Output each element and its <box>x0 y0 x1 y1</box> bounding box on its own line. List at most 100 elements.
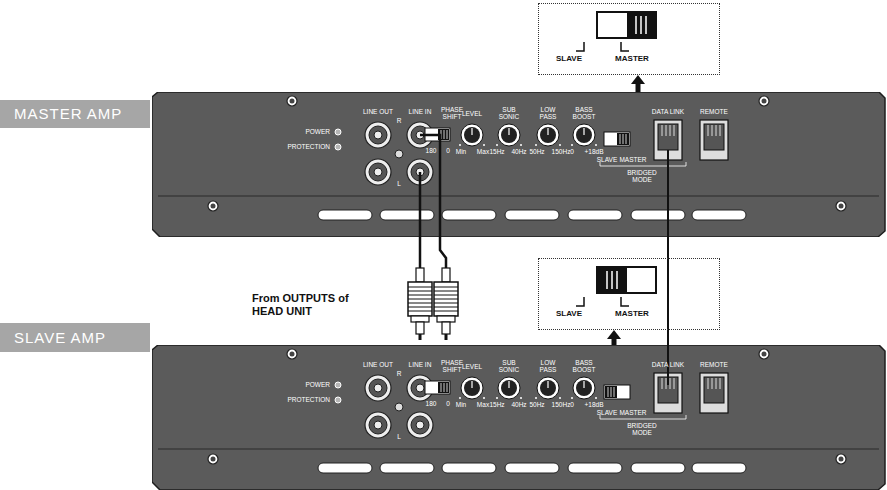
panel-label: MASTER <box>619 409 646 416</box>
panel-label: LINE IN <box>409 361 432 368</box>
panel-label: SUB SONIC <box>494 359 524 373</box>
switch-drawing <box>539 259 721 331</box>
plug-collar <box>437 316 455 322</box>
screw-head <box>839 457 844 462</box>
port-socket <box>704 124 724 150</box>
panel-label: 150Hz <box>552 148 571 155</box>
knob-pointer <box>471 381 472 388</box>
plug-shield <box>416 322 424 334</box>
knob-pointer <box>471 128 472 135</box>
panel-label: L <box>397 433 401 440</box>
knob-tick <box>571 144 573 146</box>
knob-cap <box>576 127 592 143</box>
bridge-switch <box>604 132 630 146</box>
panel-label: Min <box>456 401 466 408</box>
port-pins <box>708 125 720 136</box>
vent-slot <box>631 463 685 473</box>
rca-jack-pin <box>374 168 382 176</box>
screw <box>287 349 297 359</box>
knob-cap <box>576 380 592 396</box>
rca-jack-pin <box>374 131 382 139</box>
led <box>335 144 341 150</box>
panel-edge <box>158 449 879 450</box>
panel-label: POWER <box>305 128 330 135</box>
knob-tick <box>496 144 498 146</box>
panel-label: Max <box>477 148 489 155</box>
switch-drawing <box>539 4 721 76</box>
vent-slot <box>505 463 559 473</box>
knob-tick <box>520 397 522 399</box>
knob-cap <box>501 127 517 143</box>
switch-slider <box>438 382 449 393</box>
panel-label: SUB SONIC <box>494 106 524 120</box>
rca-jack <box>365 159 391 185</box>
rca-jack-ring <box>369 379 387 397</box>
panel-label: Min <box>456 148 466 155</box>
rca-jack-ring <box>369 126 387 144</box>
panel-label: 40Hz <box>511 401 526 408</box>
amp-name-tag: SLAVE AMP <box>0 323 150 352</box>
ground-post <box>395 150 403 158</box>
pointer-arrow <box>631 75 645 92</box>
vent-slot <box>318 210 372 220</box>
panel-label: L <box>397 180 401 187</box>
panel-drawing <box>152 345 887 490</box>
slider-ridges <box>607 271 617 289</box>
panel-label: REMOTE <box>700 361 728 368</box>
panel-edge <box>158 196 879 197</box>
panel-label: +18dB <box>585 401 604 408</box>
plug-body <box>408 282 432 316</box>
screw <box>759 96 769 106</box>
rca-cable <box>419 172 422 237</box>
panel-label: LINE OUT <box>363 361 393 368</box>
switch-callout: SLAVEMASTER <box>538 3 720 75</box>
knob-pointer <box>508 128 509 135</box>
panel-face <box>152 92 885 237</box>
knob-cap <box>540 127 556 143</box>
knob-cap <box>501 380 517 396</box>
plug-grip <box>408 287 432 311</box>
plug-boot <box>416 268 424 282</box>
slider-ridges <box>608 387 614 397</box>
knob-tick <box>571 397 573 399</box>
panel-label: 180 <box>426 400 437 407</box>
screw-head <box>211 204 216 209</box>
screw-head <box>839 204 844 209</box>
knob-tick <box>459 144 461 146</box>
switch-slider <box>627 13 656 37</box>
control-knob <box>573 124 595 146</box>
knob-tick <box>559 144 561 146</box>
panel-label: LOW PASS <box>533 359 563 373</box>
slider-ridges <box>441 383 447 392</box>
led <box>335 382 341 388</box>
led <box>335 397 341 403</box>
vent-slot <box>692 210 746 220</box>
switch-slider <box>605 386 617 398</box>
panel-label: BASS BOOST <box>569 359 599 373</box>
screw-head <box>762 99 767 104</box>
position-mark <box>576 42 584 51</box>
screw <box>759 349 769 359</box>
data-link-cable <box>667 150 669 237</box>
panel-label: BASS BOOST <box>569 106 599 120</box>
panel-label: MASTER <box>619 156 646 163</box>
knob-pointer <box>583 128 584 135</box>
screw-head <box>211 457 216 462</box>
pointer-arrow-line <box>612 338 617 345</box>
switch-position-label: MASTER <box>615 310 649 319</box>
knob-tick <box>496 397 498 399</box>
panel-label: 0 <box>446 147 450 154</box>
vent-slot <box>631 210 685 220</box>
panel-label: SLAVE <box>597 156 617 163</box>
knob-tick <box>559 397 561 399</box>
panel-label: R <box>397 370 402 377</box>
plug-shield <box>442 322 450 334</box>
control-knob <box>537 124 559 146</box>
knob-tick <box>483 144 485 146</box>
panel-label: REMOTE <box>700 108 728 115</box>
panel-label: R <box>397 117 402 124</box>
knob-cap <box>540 380 556 396</box>
data-link-cable-line <box>667 237 669 345</box>
rca-cable <box>419 237 422 270</box>
rca-jack <box>365 412 391 438</box>
